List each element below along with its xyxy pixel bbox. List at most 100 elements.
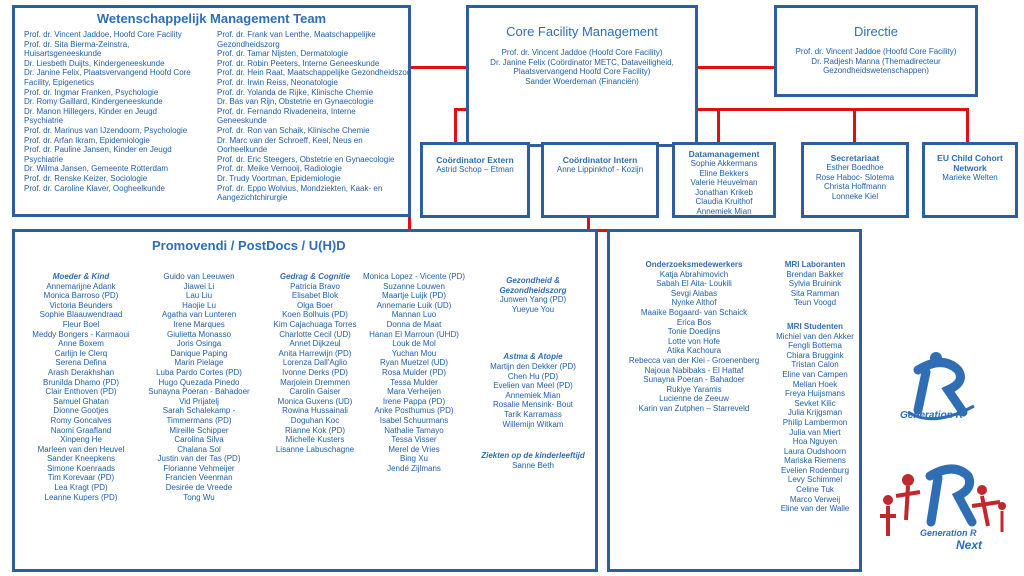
person-name: Elisabet Blok — [291, 291, 339, 301]
next-text-line1: Generation R — [920, 528, 977, 538]
staff-name: Julia Krijgsman — [787, 408, 843, 418]
member-line: Psychiatrie — [24, 116, 64, 126]
person-name: Arash Derakhshan — [47, 367, 115, 377]
person-name: Yuchan Mou — [391, 348, 437, 358]
connector-horizontal-main — [454, 108, 969, 111]
person-name: Meddy Bongers - Karmaoui — [32, 329, 130, 339]
extern-title: Coördinator Extern — [436, 155, 514, 165]
member-line: Oorheelkunde — [217, 145, 268, 155]
group-moeder-kind: Moeder & Kind — [52, 272, 110, 281]
person-name: Mara Verheijen — [387, 387, 441, 397]
member-line: Dr. Marc van der Schroeff, Keel, Neus en — [217, 135, 363, 145]
person-name: Koen Bolhuis (PD) — [282, 310, 348, 320]
group-astma-atopie: Astma & Atopie — [503, 352, 563, 362]
person-name: Joris Osinga — [176, 339, 222, 349]
staff-name: Maaike Bogaard- van Schaick — [640, 307, 748, 317]
onderzoek-title: Onderzoeksmedewerkers — [645, 260, 743, 269]
person-name: Sophie Blaauwendraad — [39, 310, 123, 320]
person-name: Louk de Mol — [392, 339, 436, 349]
member-line: Prof. dr. Eppo Wolvius, Mondziekten, Kaa… — [217, 183, 383, 193]
generation-r-next-icon — [880, 464, 1006, 536]
person-name: Merel de Vries — [388, 444, 440, 454]
staff-name: Rukiye Yaramis — [666, 384, 722, 394]
person-name: Ryan Muetzel (UD) — [379, 358, 448, 368]
member-line: Prof. dr. Caroline Klaver, Oogheelkunde — [24, 183, 165, 193]
directie-line: Prof. dr. Vincent Jaddoe (Hoofd Core Fac… — [795, 47, 957, 56]
person-name: Guido van Leeuwen — [163, 272, 235, 281]
staff-name: Najoua Nabibaks - El Hattaf — [644, 365, 744, 375]
person-name: Agatha van Lunteren — [161, 310, 237, 320]
generation-r-next-logo: Generation R Next — [876, 456, 1018, 560]
intern-box: Coördinator Intern Anne Lippinkhof - Koz… — [541, 142, 659, 218]
person-name: Serena Defina — [55, 358, 107, 368]
person-name: Evelien van Meel (PD) — [493, 381, 573, 391]
person-name: Dionne Gootjes — [53, 406, 109, 416]
directie-line: Gezondheidswetenschappen) — [823, 66, 929, 76]
intern-name: Anne Lippinkhof - Kozijn — [556, 165, 644, 174]
staff-name: Brendan Bakker — [786, 269, 844, 279]
member-line: Psychiatrie — [24, 154, 64, 164]
staff-name: Erica Bos — [676, 317, 712, 327]
person-name: Annet Dijkzeul — [289, 339, 341, 349]
person-name: Chalana Sol — [177, 444, 221, 454]
person-name: Annemiek Mian — [505, 390, 561, 400]
extern-name: Astrid Schop – Etman — [436, 165, 514, 174]
staff-name: Rebecca van der Klei - Groenenberg — [628, 355, 760, 365]
staff-name: Teun Voogd — [793, 298, 837, 308]
connector-promovendi — [408, 206, 411, 232]
person-name: Monica Guxens (UD) — [277, 396, 353, 406]
staff-name: Tristan Calon — [791, 360, 839, 370]
secretariaat-title: Secretariaat — [830, 153, 880, 163]
promovendi-title: Promovendi / PostDocs / U(H)D — [152, 238, 346, 253]
person-name: Annemarijne Adank — [46, 281, 116, 291]
promo-col4: Monica Lopez - Vicente (PD)Suzanne Louwe… — [360, 272, 468, 473]
secretariaat-name: Christa Hoffmann — [823, 182, 887, 192]
datamgmt-name: Jonathan Krikeb — [695, 187, 753, 197]
person-name: Sunayna Poeran - Bahadoer — [148, 387, 250, 397]
mristud-title: MRI Studenten — [787, 321, 843, 331]
staff-name: Eline van der Walle — [780, 504, 850, 514]
wmt-box: Wetenschappelijk Management Team Prof. d… — [12, 5, 411, 217]
person-name: Giulietta Monasso — [166, 329, 232, 339]
member-line: Dr. Liesbeth Duijts, Kindergeneeskunde — [24, 58, 165, 68]
person-name: Sanne Beth — [512, 460, 554, 470]
member-line: Prof. dr. Meike Vernooij, Radiologie — [217, 164, 342, 174]
group-gezondheid: Gezondheid & Gezondheidszorg — [499, 276, 567, 295]
staff-name: Karin van Zutphen – Starreveld — [638, 403, 750, 413]
person-name: Maartje Luijk (PD) — [381, 291, 446, 301]
person-name: Monica Lopez - Vicente (PD) — [362, 272, 466, 281]
next-text-line2: Next — [956, 538, 983, 552]
person-name: Junwen Yang (PD) — [499, 295, 567, 305]
member-line: Dr. Bas van Rijn, Obstetrie en Gynaecolo… — [217, 97, 374, 107]
generation-r-logo: Generation R — [888, 350, 988, 430]
person-name: Lea Kragt (PD) — [54, 483, 108, 493]
cfm-title: Core Facility Management — [506, 24, 658, 39]
person-name: Marin Pielage — [174, 358, 224, 368]
person-name: Michelle Kusters — [285, 435, 345, 445]
member-line: Prof. dr. Vincent Jaddoe, Hoofd Core Fac… — [24, 30, 182, 39]
staff-box: Onderzoeksmedewerkers Katja Abrahimovich… — [607, 229, 862, 572]
staff-name: Sylvia Bruinink — [788, 279, 842, 289]
datamgmt-title: Datamanagement — [688, 149, 760, 159]
wmt-col1: Prof. dr. Vincent Jaddoe, Hoofd Core Fac… — [24, 30, 191, 193]
member-line: Prof. dr. Hein Raat, Maatschappelijke Ge… — [217, 68, 411, 78]
person-name: Willemijn Witkam — [502, 419, 564, 429]
cfm-line: Prof. dr. Vincent Jaddoe (Hoofd Core Fac… — [501, 48, 663, 57]
group-ziekten: Ziekten op de kinderleeftijd — [481, 451, 585, 461]
member-line: Prof. dr. Ingmar Franken, Psychologie — [24, 87, 159, 97]
intern-lines: Anne Lippinkhof - Kozijn — [544, 165, 656, 175]
person-name: Clair Enthoven (PD) — [45, 387, 117, 397]
member-line: Prof. dr. Renske Keizer, Sociologie — [24, 173, 148, 183]
staff-name: Sevket Kilic — [794, 398, 836, 408]
staff-name: Chiara Bruggink — [786, 350, 844, 360]
person-name: Vid Prijatelj — [179, 396, 219, 406]
person-name: Carolina Silva — [174, 435, 224, 445]
group-gedrag-cognitie: Gedrag & Cognitie — [279, 272, 351, 281]
person-name: Rosa Mulder (PD) — [381, 367, 446, 377]
person-name: Sander Kneepkens — [46, 454, 116, 464]
person-name: Sarah Schalekamp - — [162, 406, 236, 416]
member-line: Geneeskunde — [217, 116, 267, 126]
